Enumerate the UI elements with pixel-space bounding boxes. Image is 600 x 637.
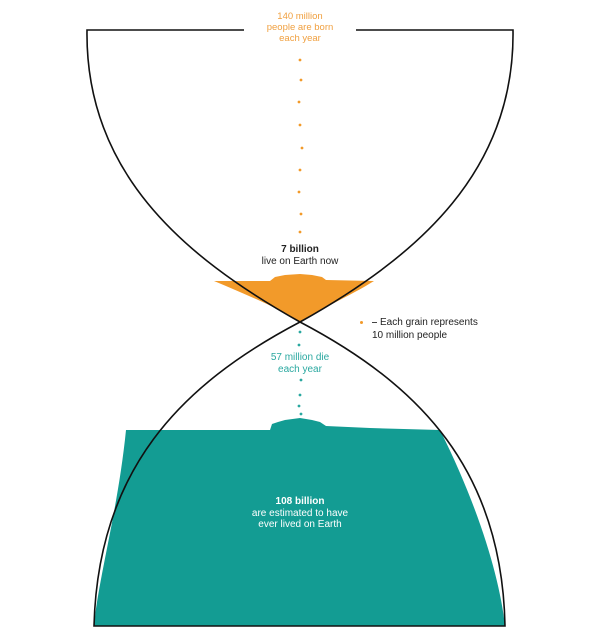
grain <box>297 404 301 408</box>
born-label: 140 million people are born each year <box>230 11 370 45</box>
grain <box>299 212 303 216</box>
grain <box>299 412 303 416</box>
born-line-1: 140 million <box>277 11 323 22</box>
grain <box>298 393 302 397</box>
alive-number: 7 billion <box>281 244 319 255</box>
legend-line-2: 10 million people <box>372 330 448 341</box>
total-line-2: ever lived on Earth <box>258 519 342 530</box>
alive-text: live on Earth now <box>261 255 339 267</box>
grain <box>298 168 302 172</box>
grain <box>297 190 301 194</box>
legend-line-1: Each grain represents <box>372 316 478 329</box>
bottom-sand-teal <box>94 418 505 626</box>
total-label: 108 billion are estimated to have ever l… <box>210 496 390 531</box>
grain <box>298 230 302 234</box>
grain <box>299 378 303 382</box>
born-line-2: people are born <box>266 21 334 33</box>
die-line-2: each year <box>278 363 322 375</box>
grain <box>299 78 303 82</box>
grain <box>300 146 304 150</box>
grain-legend: Each grain represents 10 million people <box>360 316 478 342</box>
alive-label: 7 billion live on Earth now <box>210 244 390 267</box>
die-line-1: 57 million die <box>270 352 330 363</box>
total-number: 108 billion <box>275 496 325 507</box>
legend-dash <box>372 321 377 323</box>
born-line-3: each year <box>279 32 321 44</box>
top-sand-orange <box>214 274 374 322</box>
grain-dot-icon <box>360 321 363 324</box>
legend-text-1: Each grain represents <box>380 317 478 328</box>
grain <box>298 123 302 127</box>
falling-grains-bottom <box>297 330 303 416</box>
hourglass-outline-bottom <box>93 321 506 627</box>
grain <box>298 58 302 62</box>
grain <box>298 330 302 334</box>
total-line-1: are estimated to have <box>251 507 349 519</box>
falling-grains-top <box>297 58 304 234</box>
die-label: 57 million die each year <box>230 352 370 375</box>
grain <box>297 100 301 104</box>
grain <box>297 343 301 347</box>
